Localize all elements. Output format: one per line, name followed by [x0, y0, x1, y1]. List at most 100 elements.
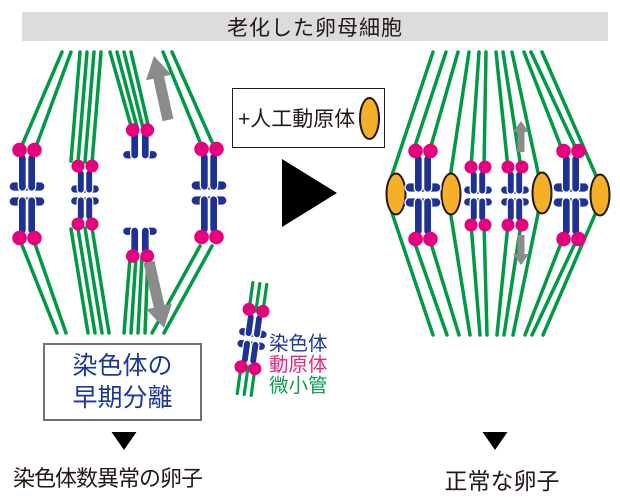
kinetochore-dot — [408, 143, 423, 159]
microtubule — [522, 50, 565, 154]
kinetochore-dot — [85, 217, 99, 231]
chromosome — [8, 142, 46, 246]
kinetochore-dot — [423, 143, 438, 159]
microtubule — [427, 235, 461, 337]
microtubule — [83, 50, 96, 164]
separated-chromatid — [121, 123, 159, 160]
artificial-kinetochore — [385, 172, 407, 216]
microtubule — [83, 226, 104, 335]
kinetochore-dot — [194, 229, 209, 245]
movement-arrow — [513, 121, 529, 152]
outcome-normal-egg-label: 正常な卵子 — [444, 468, 560, 494]
kinetochore-dot — [242, 302, 256, 316]
chromosome — [552, 143, 590, 247]
microtubule — [510, 50, 541, 179]
microtubule — [90, 50, 103, 165]
kinetochore-dot — [464, 160, 478, 174]
legend-item-kinetochore: 動原体 — [269, 353, 328, 376]
microtubule — [32, 239, 68, 335]
artificial-kinetochore-oval — [359, 96, 381, 140]
kinetochore-dot — [27, 230, 42, 246]
chromosome — [404, 143, 442, 247]
kinetochore-dot — [478, 160, 492, 174]
microtubule — [32, 50, 73, 154]
legend-figure — [234, 280, 270, 398]
kinetochore-dot — [571, 143, 586, 159]
kinetochore-dot — [501, 160, 515, 174]
kinetochore-dot — [423, 231, 438, 247]
kinetochore-dot — [71, 159, 85, 173]
microtubule — [136, 254, 144, 335]
premature-separation-box: 染色体の 早期分離 — [43, 343, 202, 421]
kinetochore-dot — [248, 362, 262, 376]
chromosome — [462, 160, 494, 232]
down-triangle — [111, 432, 137, 450]
microtubule — [482, 222, 489, 337]
microtubule — [482, 50, 488, 170]
microtubule — [494, 50, 510, 170]
kinetochore-dot — [194, 141, 209, 157]
down-triangle — [482, 432, 508, 450]
artificial-kinetochore — [440, 172, 462, 216]
microtubule — [389, 50, 435, 180]
microtubule — [162, 244, 214, 335]
kinetochore-dot — [71, 217, 85, 231]
banner: 老化した卵母細胞 — [22, 12, 608, 41]
kinetochore-dot — [27, 142, 42, 158]
microtubule — [161, 50, 202, 144]
microtubule — [122, 256, 132, 335]
microtubule — [108, 50, 133, 128]
microtubule — [448, 208, 472, 337]
kinetochore-dot — [12, 142, 27, 158]
microtubule — [90, 226, 111, 335]
kinetochore-dot — [478, 218, 492, 232]
microtubule — [541, 208, 599, 337]
microtubule — [115, 50, 139, 129]
kinetochore-dot — [85, 159, 99, 173]
legend: 染色体 動原体 微小管 — [269, 334, 328, 396]
kinetochore-dot — [571, 231, 586, 247]
kinetochore-dot — [556, 231, 571, 247]
chromosome — [190, 141, 228, 245]
chromosome — [499, 160, 531, 232]
chromosome — [69, 159, 101, 231]
movement-arrow — [513, 235, 529, 265]
microtubule — [530, 235, 580, 337]
banner-title: 老化した卵母細胞 — [227, 16, 403, 40]
kinetochore-dot — [408, 231, 423, 247]
microtubule — [122, 50, 145, 130]
microtubule — [170, 50, 214, 144]
artificial-kinetochore — [531, 171, 553, 215]
microtubule — [76, 227, 97, 335]
left-spindle-microtubules — [18, 50, 214, 335]
microtubule — [411, 236, 449, 337]
kinetochore-dot — [515, 160, 529, 174]
microtubule — [69, 227, 90, 335]
kinetochore-dot — [209, 141, 224, 157]
kinetochore-dot — [140, 123, 155, 137]
kinetochore-dot — [256, 304, 270, 318]
kinetochore-dot — [464, 218, 478, 232]
artificial-kinetochore-label: +人工動原体 — [238, 108, 356, 131]
microtubule — [523, 236, 565, 337]
outcome-abnormal-egg-label: 染色体数異常の卵子 — [13, 466, 203, 491]
kinetochore-dot — [501, 218, 515, 232]
microtubule — [448, 50, 471, 180]
chromosome — [234, 302, 270, 376]
movement-arrow — [146, 56, 174, 122]
microtubule — [469, 222, 482, 337]
legend-item-microtubule: 微小管 — [269, 374, 328, 397]
microtubule — [18, 50, 64, 152]
microtubule — [76, 50, 89, 164]
microtubule — [529, 50, 580, 155]
kinetochore-dot — [125, 249, 140, 263]
premature-separation-line2: 早期分離 — [72, 384, 173, 412]
kinetochore-dot — [234, 360, 248, 374]
microtubule — [540, 50, 599, 180]
artificial-kinetochore — [589, 173, 611, 217]
microtubule — [129, 50, 151, 131]
microtubule — [411, 50, 448, 154]
microtubule — [495, 222, 510, 337]
microtubule — [18, 238, 59, 335]
